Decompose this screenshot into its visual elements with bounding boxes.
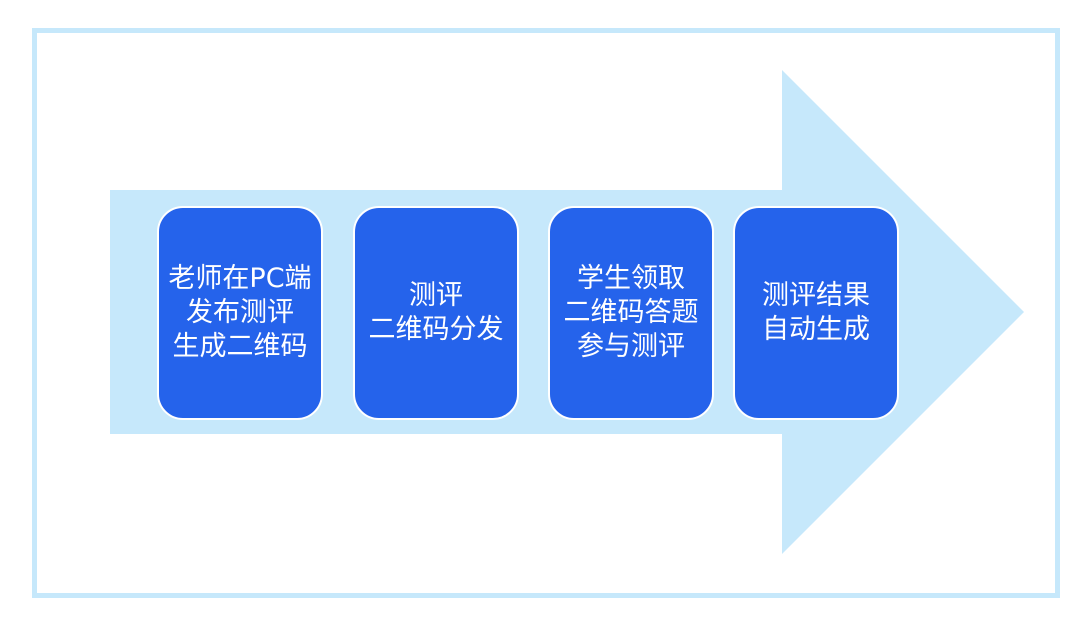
step-students-answer: 学生领取 二维码答题 参与测评	[548, 206, 714, 420]
step-publish-assessment-label: 老师在PC端 发布测评 生成二维码	[168, 263, 312, 362]
step-auto-results: 测评结果 自动生成	[733, 206, 899, 420]
step-publish-assessment: 老师在PC端 发布测评 生成二维码	[157, 206, 323, 420]
step-students-answer-label: 学生领取 二维码答题 参与测评	[563, 263, 699, 362]
step-distribute-qr-code-label: 测评 二维码分发	[368, 280, 504, 345]
step-distribute-qr-code: 测评 二维码分发	[353, 206, 519, 420]
step-auto-results-label: 测评结果 自动生成	[762, 280, 870, 345]
